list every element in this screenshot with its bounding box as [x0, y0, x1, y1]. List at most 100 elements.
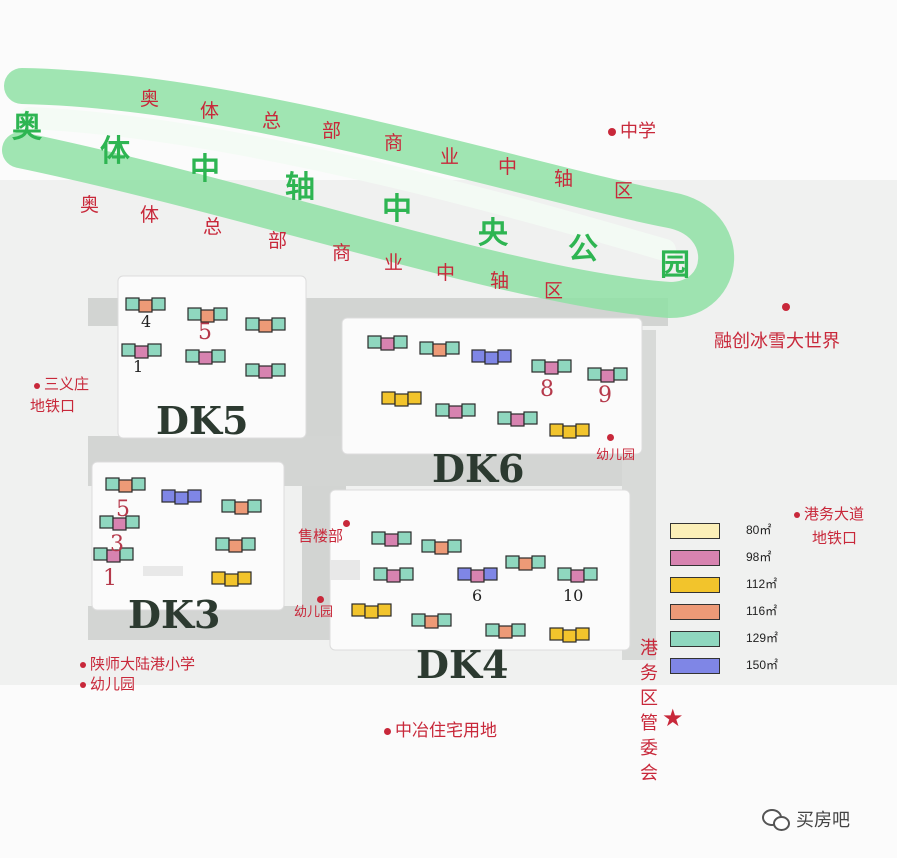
unit-block [510, 413, 525, 427]
lower-chars-char: 总 [203, 216, 223, 238]
residential-building [419, 341, 460, 357]
unit-block [351, 603, 366, 617]
unit-block [174, 491, 189, 505]
road-horizontal-bottom [88, 606, 348, 640]
unit-block [583, 567, 598, 581]
unit-block [393, 335, 408, 349]
residential-building [351, 603, 392, 619]
building-number: 10 [563, 586, 584, 605]
unit-block [224, 573, 239, 587]
unit-block [105, 477, 120, 491]
poi-kindergarten-dk6 [607, 430, 618, 445]
unit-block [138, 299, 153, 313]
poi-sales-office: 售楼部 [298, 527, 344, 545]
unit-block [93, 547, 108, 561]
residential-building [531, 359, 572, 375]
residential-building [549, 423, 590, 439]
unit-block [234, 501, 249, 515]
unit-block [380, 337, 395, 351]
unit-block [447, 539, 462, 553]
poi-port-admin: 港务区管委会 [634, 636, 664, 786]
unit-block [187, 489, 202, 503]
unit-block [99, 515, 114, 529]
unit-block [119, 547, 134, 561]
lower-chars-char: 部 [268, 230, 288, 252]
poi-school: 陕师大陆港小学 [80, 653, 195, 674]
lower-chars-char: 业 [384, 252, 404, 274]
legend-label: 80㎡ [746, 523, 772, 537]
unit-block [221, 499, 236, 513]
unit-block [213, 307, 228, 321]
legend-swatch [670, 658, 720, 674]
port-admin-char: 区 [640, 688, 658, 709]
unit-block [125, 297, 140, 311]
legend-swatch [670, 631, 720, 647]
wechat-icon [762, 809, 790, 831]
building-number: 1 [133, 357, 144, 376]
unit-block [121, 343, 136, 357]
location-dot-icon [607, 434, 614, 441]
zone-dk6: DK6 [432, 446, 525, 491]
unit-block [562, 425, 577, 439]
star-icon: ★ [662, 704, 684, 732]
zone-dk3: DK3 [128, 592, 221, 637]
unit-block [434, 541, 449, 555]
lower-chars-char: 奥 [80, 194, 100, 216]
residential-building [215, 537, 256, 553]
residential-building [457, 567, 498, 583]
unit-block [483, 567, 498, 581]
legend-swatch [670, 523, 720, 539]
upper-chars-char: 总 [262, 110, 282, 132]
unit-block [435, 403, 450, 417]
unit-block [437, 613, 452, 627]
central-park-band [2, 68, 735, 319]
residential-building [549, 627, 590, 643]
unit-block [448, 405, 463, 419]
unit-block [557, 359, 572, 373]
unit-block [484, 351, 499, 365]
unit-block [445, 341, 460, 355]
port-admin-char: 务 [640, 663, 658, 684]
upper-chars-char: 商 [384, 132, 404, 154]
unit-block [367, 335, 382, 349]
unit-block [215, 537, 230, 551]
poi-dot-sales [343, 513, 354, 532]
poi-zhongye-land: 中冶住宅用地 [384, 716, 497, 741]
unit-block [497, 349, 512, 363]
unit-block [131, 477, 146, 491]
lower-chars-char: 中 [436, 262, 456, 284]
location-dot-icon [384, 727, 391, 735]
lower-chars-char: 体 [140, 204, 160, 226]
park-chars-char: 央 [478, 216, 508, 251]
residential-building [371, 531, 412, 547]
unit-block [432, 343, 447, 357]
legend-item: 80㎡ [668, 520, 798, 542]
legend-swatch [670, 577, 720, 593]
legend-label: 98㎡ [746, 550, 772, 564]
lower-chars-char: 轴 [490, 270, 510, 292]
unit-block [237, 571, 252, 585]
unit-block [511, 623, 526, 637]
building-number: 9 [598, 383, 612, 408]
residential-building [373, 567, 414, 583]
park-chars-char: 奥 [12, 110, 42, 145]
unit-block [600, 369, 615, 383]
unit-block [198, 351, 213, 365]
building-number: 6 [472, 586, 483, 605]
zone-dk4: DK4 [416, 642, 509, 687]
residential-building [435, 403, 476, 419]
poi-kindergarten-dk4: 幼儿园 [294, 605, 334, 620]
poi-dot-kindergarten-dk4 [317, 589, 328, 608]
unit-block [549, 423, 564, 437]
residential-building [505, 555, 546, 571]
unit-block [421, 539, 436, 553]
park-chars-char: 体 [100, 134, 130, 169]
unit-block [211, 571, 226, 585]
residential-building [93, 547, 134, 563]
parcel-dk6 [341, 317, 643, 455]
port-admin-char: 会 [640, 763, 658, 784]
lower-chars-char: 区 [544, 280, 564, 302]
unit-block [457, 567, 472, 581]
residential-building [381, 391, 422, 407]
zone-dk5: DK5 [156, 398, 249, 443]
